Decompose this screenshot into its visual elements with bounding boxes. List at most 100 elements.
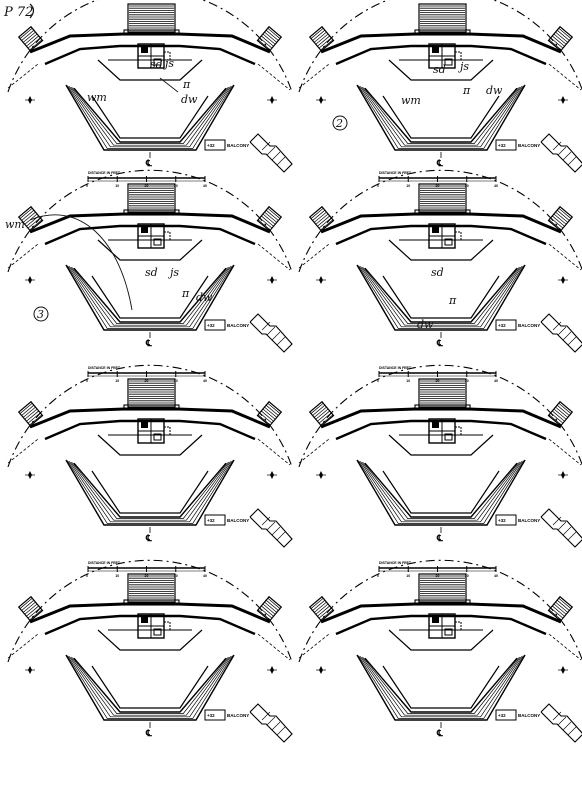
wing-tread [19, 597, 33, 609]
handwritten-note: dw [486, 84, 503, 97]
core-equipment [432, 47, 439, 53]
balcony-elev: +32 [207, 143, 215, 148]
central-core [428, 613, 462, 639]
core-equipment [141, 617, 148, 623]
terrace-upper [320, 32, 562, 54]
scale-tick-label: 0 [86, 184, 88, 188]
wing-tread [314, 31, 327, 43]
balcony-hatch [557, 521, 567, 531]
balcony-elev-box [204, 319, 226, 331]
handwritten-note: dw [417, 318, 434, 331]
seating-tier [68, 266, 232, 328]
inner-pit [97, 59, 203, 81]
wing-tread [555, 211, 568, 223]
wing-tread [552, 215, 565, 227]
balcony-hatch [271, 331, 281, 341]
side-guide [257, 63, 291, 91]
stage-block [418, 378, 467, 408]
balcony-label: BALCONY [518, 713, 540, 718]
balcony-key: +32 BALCONY [204, 133, 293, 173]
seating-inner [382, 95, 500, 139]
wing-tread [310, 27, 324, 39]
inner-pit [97, 434, 203, 456]
handwritten-note: π [448, 294, 457, 307]
stage-stairs [414, 573, 471, 606]
seating-tier [363, 657, 519, 714]
scale-tick-label: 40 [494, 184, 498, 188]
right-stair-wing [547, 25, 574, 52]
central-core [428, 418, 462, 444]
core-box [153, 238, 162, 246]
balcony-shape [540, 703, 582, 743]
seating-tier [358, 655, 524, 719]
stage-block [127, 573, 176, 603]
left-stair-wing [17, 595, 44, 622]
central-core [137, 613, 171, 639]
balcony-hatch [567, 726, 577, 736]
terrace-lower [44, 44, 256, 66]
lower-seating [356, 459, 526, 526]
centerline-mark: ℄ [145, 533, 152, 543]
dome-arc [7, 169, 293, 273]
side-guide [257, 438, 291, 466]
balcony-elev-box [204, 514, 226, 526]
side-guide [257, 633, 291, 661]
wing-tread [261, 35, 274, 47]
left-stair-wing [308, 25, 335, 52]
balcony-hatch [562, 526, 572, 536]
wing-tread [548, 609, 562, 621]
balcony-shape [249, 508, 293, 548]
terrace-upper [320, 212, 562, 234]
lower-seating [356, 264, 526, 331]
scale-title: DISTANCE IN FEET [379, 171, 412, 175]
wing-tread [262, 408, 276, 420]
page-label-bracket [29, 3, 35, 19]
balcony-hatch [261, 711, 271, 721]
balcony-hatch [562, 331, 572, 341]
wing-tread [23, 31, 36, 43]
seating-tier [361, 86, 521, 146]
handwritten-note: sd [150, 58, 163, 71]
balcony-shape [540, 508, 582, 548]
left-stair-wing [308, 595, 335, 622]
scale-tick-label: 30 [174, 184, 178, 188]
wing-tread [550, 607, 564, 619]
core-equipment [432, 422, 439, 428]
wing-tread [259, 217, 273, 229]
wing-frame [17, 205, 44, 232]
right-stair-wing [256, 595, 283, 622]
balcony-hatch [557, 326, 567, 336]
seating-tier [361, 461, 521, 521]
terrace-lower [335, 614, 547, 636]
centerline-mark: ℄ [436, 533, 443, 543]
wing-tread [310, 402, 324, 414]
wing-tread [265, 599, 279, 611]
balcony-label: BALCONY [227, 143, 249, 148]
wing-tread [26, 605, 39, 617]
wing-frame [308, 205, 335, 232]
wing-tread [19, 27, 33, 39]
core-annex [163, 231, 171, 241]
seating-tier [72, 87, 228, 144]
wing-frame [17, 400, 44, 427]
seating-tier [356, 264, 526, 331]
side-guide [298, 633, 330, 659]
seating-tier [356, 654, 526, 721]
balcony-label: BALCONY [518, 143, 540, 148]
centerline-mark: ℄ [145, 728, 152, 738]
scale-title: DISTANCE IN FEET [88, 366, 121, 370]
lower-seating [356, 654, 526, 721]
wing-tread [315, 603, 329, 615]
scale-tick-label: 30 [465, 574, 469, 578]
wing-frame [547, 400, 574, 427]
seating-tier [73, 267, 227, 323]
dome-arc [298, 559, 582, 663]
handwritten-note: js [457, 60, 469, 73]
stage-block [418, 3, 467, 33]
terrace-lower [335, 224, 547, 246]
scale-tick-label: 10 [115, 574, 119, 578]
wing-tread [314, 406, 327, 418]
balcony-hatch [562, 151, 572, 161]
